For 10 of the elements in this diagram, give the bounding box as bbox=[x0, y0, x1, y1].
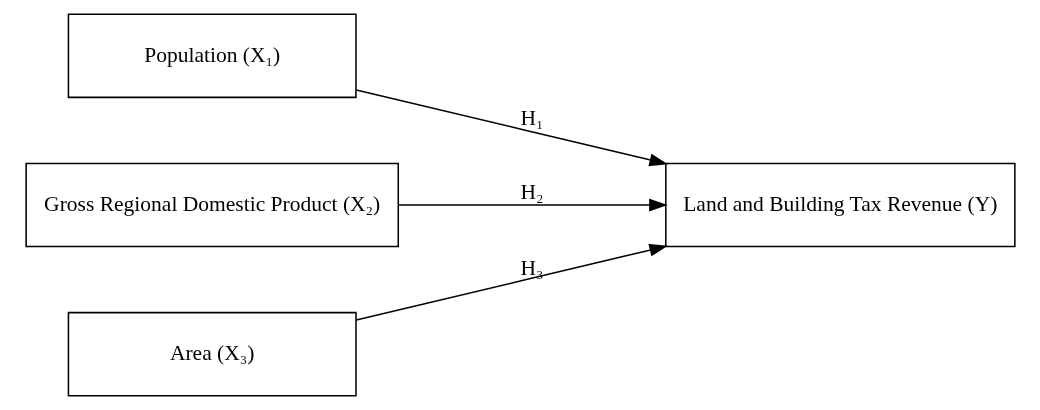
arrow bbox=[355, 243, 668, 321]
arrow bbox=[397, 198, 668, 212]
node-box: Population (X₁) bbox=[67, 13, 357, 99]
node-box: Area (X₃) bbox=[67, 311, 357, 397]
edge-label: H₁ bbox=[520, 106, 544, 131]
edge-label: H₃ bbox=[520, 255, 544, 280]
node-box: Land and Building Tax Revenue (Y) bbox=[664, 162, 1016, 248]
node-box: Gross Regional Domestic Product (X₂) bbox=[24, 162, 399, 248]
edge-label: H₂ bbox=[520, 180, 544, 205]
arrow bbox=[355, 89, 668, 167]
